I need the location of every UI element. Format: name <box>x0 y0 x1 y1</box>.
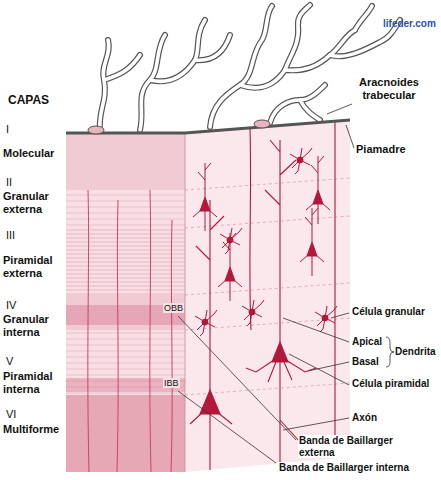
layer-number: III <box>6 229 15 242</box>
structure-label: Apical <box>352 336 382 348</box>
structure-label: Basal <box>352 356 379 368</box>
layer-number: VI <box>6 408 16 421</box>
structure-label: Banda de Baillarger interna <box>278 462 438 474</box>
band-abbreviation: IBB <box>163 378 180 388</box>
layer-name: Piramidal interna <box>3 370 65 395</box>
layer-name: Granular externa <box>3 190 65 215</box>
layer-name: Multiforme <box>3 423 65 436</box>
layer-name: Piramidal externa <box>3 254 65 279</box>
layer-name: Molecular <box>3 147 65 160</box>
structure-label: Célula granular <box>352 306 425 318</box>
structure-label: Banda de Baillarger externa <box>298 435 402 458</box>
layer-number: IV <box>6 299 16 312</box>
watermark: lifeder.com <box>383 18 436 30</box>
band-abbreviation: OBB <box>163 303 184 313</box>
structure-label: Dendrita <box>395 346 436 358</box>
structure-label: Célula piramidal <box>352 378 432 390</box>
layer-number: I <box>6 123 9 136</box>
structure-label: Aracnoides trabecular <box>345 76 433 101</box>
layer-name: Granular interna <box>3 313 65 338</box>
structure-label: Piamadre <box>356 143 406 156</box>
layer-number: II <box>6 176 12 189</box>
layer-number: V <box>6 355 13 368</box>
structure-label: Axón <box>352 412 377 424</box>
heading: CAPAS <box>8 94 49 108</box>
